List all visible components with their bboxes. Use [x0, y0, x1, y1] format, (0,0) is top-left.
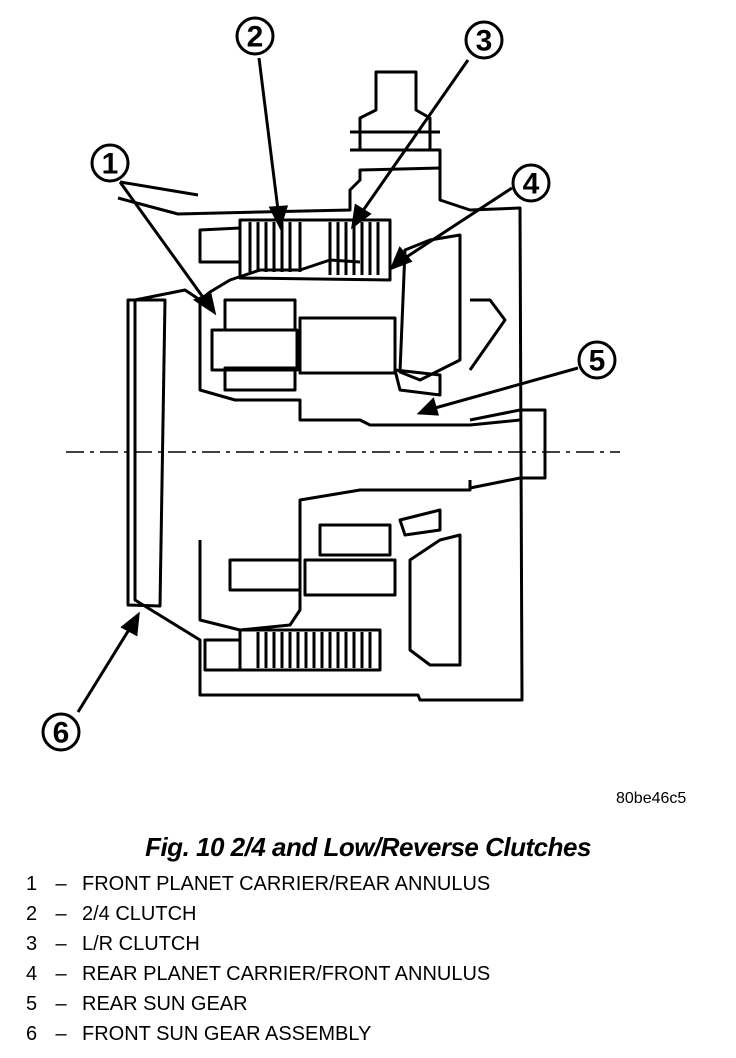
- leader-line-2: [257, 57, 280, 211]
- callout-circle-4: [511, 163, 551, 203]
- leader-line-5: [434, 366, 579, 410]
- connector: [358, 70, 432, 152]
- output-shaft: [469, 408, 547, 490]
- leader-line-1b: [119, 180, 199, 197]
- legend-number: 4: [26, 963, 38, 985]
- callout-circle-1: [90, 143, 130, 183]
- figure-caption: Fig. 10 2/4 and Low/Reverse Clutches: [145, 832, 591, 862]
- legend-item: 3–L/R CLUTCH: [26, 930, 490, 960]
- callout-number-4: 4: [523, 168, 540, 201]
- callout-number-2: 2: [247, 21, 264, 54]
- legend-label: FRONT SUN GEAR ASSEMBLY: [82, 1023, 372, 1045]
- callout-circle-2: [235, 16, 275, 56]
- leader-line-6: [76, 627, 132, 713]
- legend-dash: –: [55, 903, 67, 925]
- legend-number: 6: [26, 1023, 38, 1045]
- legend-label: REAR PLANET CARRIER/FRONT ANNULUS: [82, 963, 491, 985]
- legend-item: 6–FRONT SUN GEAR ASSEMBLY: [26, 1020, 490, 1050]
- clutch-pack-upper: [248, 222, 380, 275]
- legend-dash: –: [55, 873, 67, 895]
- callout-circle-5: [577, 340, 617, 380]
- legend-label: 2/4 CLUTCH: [82, 903, 197, 925]
- clutch-pack-lower: [256, 632, 372, 668]
- legend-label: L/R CLUTCH: [82, 933, 200, 955]
- callout-number-6: 6: [53, 717, 70, 750]
- transmission-clutch-diagram: 1 2 3 4 5 6: [41, 16, 620, 752]
- callout-number-1: 1: [102, 148, 119, 181]
- legend-number: 5: [26, 993, 38, 1015]
- legend-dash: –: [55, 1023, 67, 1045]
- callout-number-5: 5: [589, 345, 606, 378]
- legend-dash: –: [55, 963, 67, 985]
- legend-item: 2–2/4 CLUTCH: [26, 900, 490, 930]
- legend-item: 1–FRONT PLANET CARRIER/REAR ANNULUS: [26, 870, 490, 900]
- legend-number: 2: [26, 903, 38, 925]
- legend-dash: –: [55, 933, 67, 955]
- housing-outline: [117, 166, 524, 702]
- leader-line-3: [360, 59, 470, 213]
- callout-circle-3: [464, 20, 504, 60]
- legend-label: FRONT PLANET CARRIER/REAR ANNULUS: [82, 873, 491, 895]
- callout-number-3: 3: [476, 25, 493, 58]
- callout-circle-6: [41, 712, 81, 752]
- leader-line-4: [404, 186, 513, 260]
- legend-item: 4–REAR PLANET CARRIER/FRONT ANNULUS: [26, 960, 490, 990]
- legend-dash: –: [55, 993, 67, 1015]
- legend-item: 5–REAR SUN GEAR: [26, 990, 490, 1020]
- legend-list: 1–FRONT PLANET CARRIER/REAR ANNULUS 2–2/…: [26, 870, 490, 1050]
- leader-line-1: [118, 181, 207, 301]
- image-code: 80be46c5: [616, 790, 687, 807]
- legend-label: REAR SUN GEAR: [82, 993, 248, 1015]
- legend-number: 3: [26, 933, 38, 955]
- legend-number: 1: [26, 873, 38, 895]
